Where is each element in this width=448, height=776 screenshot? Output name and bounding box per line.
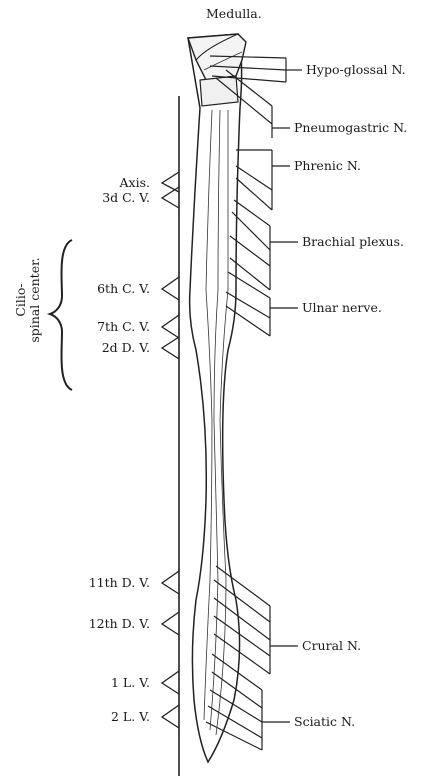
notch-l2	[162, 705, 179, 728]
cilio-spinal-text: Cilio- spinal center.	[13, 257, 42, 342]
notch-d12	[162, 612, 179, 635]
medulla-title: Medulla.	[206, 6, 262, 21]
label-d2: 2d D. V.	[102, 340, 150, 355]
label-c3: 3d C. V.	[102, 190, 150, 205]
nerve-labels: Hypo-glossal N. Pneumogastric N. Phrenic…	[294, 62, 407, 729]
label-d12: 12th D. V.	[89, 616, 150, 631]
notch-d11	[162, 571, 179, 594]
cilio-spinal-brace	[50, 240, 72, 390]
notch-l1	[162, 671, 179, 694]
label-crural: Crural N.	[302, 638, 361, 653]
notch-c6	[162, 277, 179, 300]
label-ulnar: Ulnar nerve.	[302, 300, 382, 315]
label-brachial: Brachial plexus.	[302, 234, 404, 249]
notch-d2	[162, 337, 179, 359]
label-l1: 1 L. V.	[111, 675, 150, 690]
label-c6: 6th C. V.	[97, 281, 150, 296]
label-sciatic: Sciatic N.	[294, 714, 355, 729]
notch-c7	[162, 315, 179, 338]
vertebra-labels: Axis. 3d C. V. 6th C. V. 7th C. V. 2d D.…	[89, 175, 150, 724]
label-axis: Axis.	[119, 175, 150, 190]
label-pneumogastric: Pneumogastric N.	[294, 120, 407, 135]
label-l2: 2 L. V.	[111, 709, 150, 724]
label-phrenic: Phrenic N.	[294, 158, 361, 173]
spinal-cord	[188, 34, 246, 762]
vertebra-notches	[162, 172, 179, 728]
label-d11: 11th D. V.	[89, 575, 150, 590]
label-c7: 7th C. V.	[97, 319, 150, 334]
label-hypoglossal: Hypo-glossal N.	[306, 62, 406, 77]
region-line1: Cilio-	[13, 283, 28, 316]
region-line2: spinal center.	[27, 257, 42, 342]
